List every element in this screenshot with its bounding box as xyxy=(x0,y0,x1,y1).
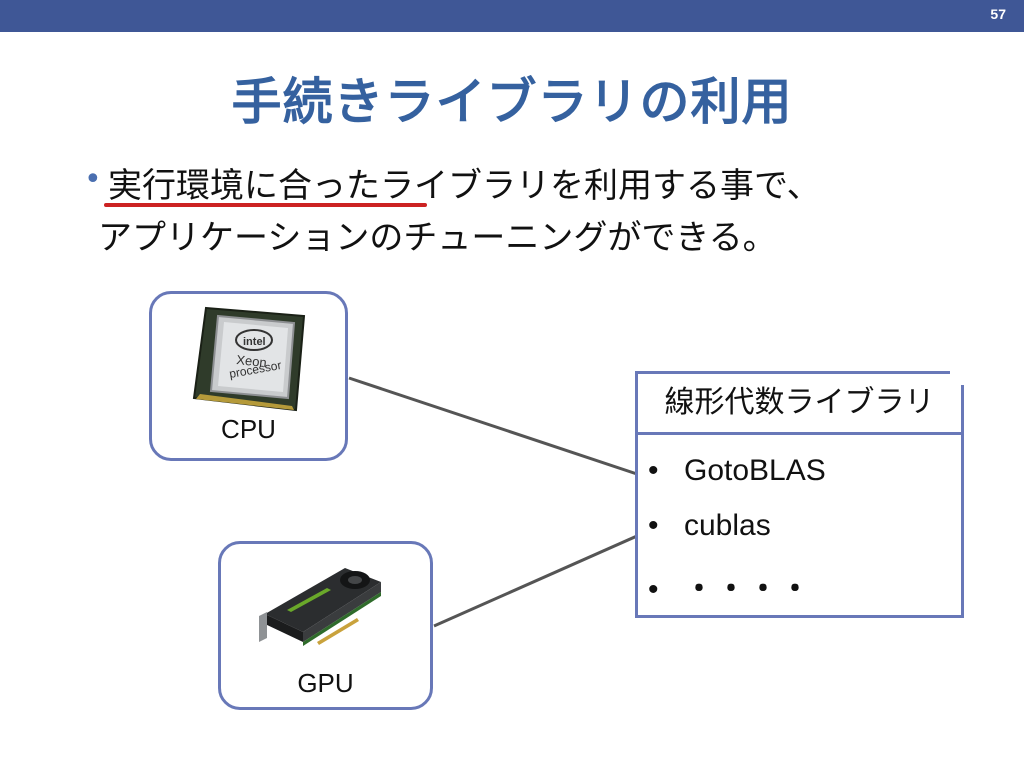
gpu-label: GPU xyxy=(297,668,354,698)
gpu-connector xyxy=(433,530,647,628)
underlined-phrase: 実行環境に合った xyxy=(108,166,380,206)
library-item-label: cublas xyxy=(684,509,771,542)
gpu-box: GPU xyxy=(218,541,433,710)
top-bar: 57 xyxy=(0,0,1024,32)
list-item: •GotoBLAS xyxy=(648,454,826,487)
red-underline xyxy=(104,203,427,207)
cpu-box: intel Xeon processor CPU xyxy=(149,291,348,461)
bullet-marker: • xyxy=(84,162,102,197)
gpu-card-icon xyxy=(259,568,381,646)
slide-number: 57 xyxy=(990,6,1006,22)
library-item-label: GotoBLAS xyxy=(684,454,826,487)
library-header: 線形代数ライブラリ xyxy=(638,374,961,435)
folded-corner xyxy=(950,371,964,385)
list-item: •cublas xyxy=(648,509,771,542)
cpu-label: CPU xyxy=(221,414,276,444)
bullet-rest: ライブラリを利用する事で、 xyxy=(380,166,821,206)
slide-title: 手続きライブラリの利用 xyxy=(231,73,793,131)
library-box: 線形代数ライブラリ •GotoBLAS •cublas •・・・・ xyxy=(635,371,964,618)
bullet-text-line2: アプリケーションのチューニングができる。 xyxy=(98,218,777,258)
chip-model-text: Xeon xyxy=(236,352,268,370)
chip-brand-text: intel xyxy=(243,336,266,348)
library-list: •GotoBLAS •cublas •・・・・ xyxy=(648,454,826,619)
cpu-connector xyxy=(348,376,647,479)
list-item: •・・・・ xyxy=(648,573,812,606)
bullet-text: 実行環境に合ったライブラリを利用する事で、 xyxy=(108,158,821,207)
library-item-label: ・・・・ xyxy=(684,573,812,606)
cpu-chip-icon: intel Xeon processor xyxy=(192,306,306,412)
